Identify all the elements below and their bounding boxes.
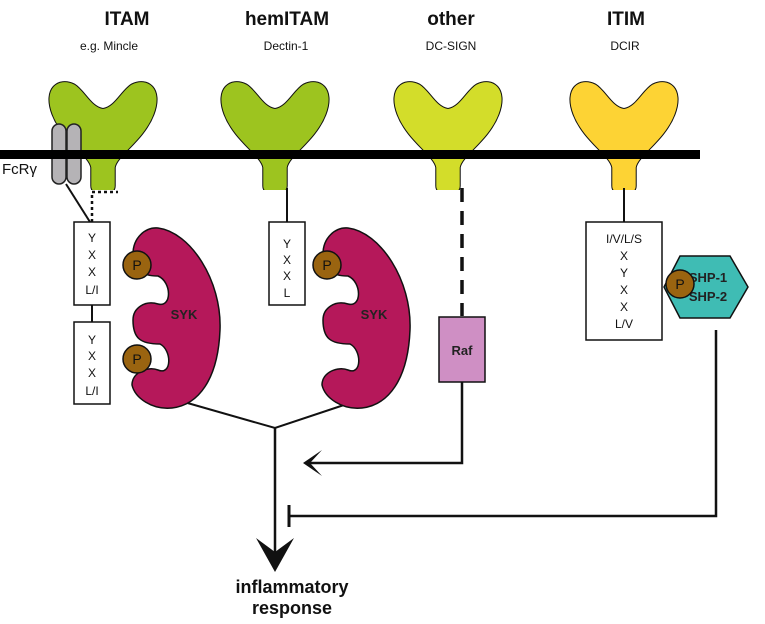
itam-title: ITAM bbox=[104, 9, 149, 30]
syk-kinase-hemitam bbox=[321, 227, 411, 409]
itim-example: DCIR bbox=[610, 39, 640, 53]
mincle-dotted-link bbox=[90, 190, 118, 222]
itam-1-li: L/I bbox=[85, 283, 98, 297]
itam-2-li: L/I bbox=[85, 384, 98, 398]
itim-x3: X bbox=[620, 300, 628, 314]
raf-signal-line bbox=[310, 382, 464, 465]
phospho-hemitam: P bbox=[312, 250, 342, 280]
other-title: other bbox=[427, 9, 475, 30]
hemitam-motif-box bbox=[268, 221, 306, 306]
dectin-1-receptor bbox=[220, 81, 330, 190]
phospho-itam-2: P bbox=[122, 344, 152, 374]
other-example: DC-SIGN bbox=[426, 39, 477, 53]
phospho-label: P bbox=[132, 257, 141, 273]
phospho-label: P bbox=[675, 276, 684, 292]
cell-membrane bbox=[0, 150, 700, 159]
itim-title: ITIM bbox=[607, 9, 645, 30]
itam-1-x1: X bbox=[88, 248, 96, 262]
shp-2-label: SHP-2 bbox=[689, 289, 727, 304]
hemitam-l: L bbox=[284, 286, 291, 300]
phospho-itim: P bbox=[665, 269, 695, 299]
shp-1-label: SHP-1 bbox=[689, 270, 727, 285]
itam-example: e.g. Mincle bbox=[80, 39, 138, 53]
outcome-line-2: response bbox=[252, 598, 332, 618]
hemitam-example: Dectin-1 bbox=[264, 39, 309, 53]
hemitam-y: Y bbox=[283, 237, 291, 251]
itam-2-x1: X bbox=[88, 349, 96, 363]
itim-lv: L/V bbox=[615, 317, 633, 331]
dcir-receptor bbox=[569, 81, 679, 190]
itam-1-x2: X bbox=[88, 265, 96, 279]
syk-kinase-itam bbox=[131, 227, 221, 409]
itam-2-x2: X bbox=[88, 366, 96, 380]
itam-1-y: Y bbox=[88, 231, 96, 245]
itim-y: Y bbox=[620, 266, 628, 280]
hemitam-x1: X bbox=[283, 253, 291, 267]
phospho-label: P bbox=[132, 351, 141, 367]
outcome-line-1: inflammatory bbox=[235, 577, 348, 597]
syk-label-itam: SYK bbox=[171, 307, 198, 322]
fcr-gamma-label: FcRγ bbox=[2, 161, 37, 178]
raf-kinase bbox=[438, 316, 486, 383]
response-arrowhead bbox=[256, 538, 294, 572]
phospho-itam-1: P bbox=[122, 250, 152, 280]
raf-label: Raf bbox=[452, 343, 474, 358]
itim-x2: X bbox=[620, 283, 628, 297]
raf-arrowhead bbox=[303, 450, 322, 476]
itam-2-y: Y bbox=[88, 333, 96, 347]
hemitam-title: hemITAM bbox=[245, 9, 329, 30]
itam-motif-box-1 bbox=[73, 221, 111, 306]
itam-motif-box-2 bbox=[73, 321, 111, 405]
dc-sign-receptor bbox=[393, 81, 503, 190]
syk-label-hemitam: SYK bbox=[361, 307, 388, 322]
itim-x1: X bbox=[620, 249, 628, 263]
phospho-label: P bbox=[322, 257, 331, 273]
fcr-tail-line bbox=[65, 183, 91, 223]
itim-motif-box bbox=[585, 221, 663, 341]
itim-ivls: I/V/L/S bbox=[606, 232, 642, 246]
shp-inhibition-line bbox=[290, 330, 718, 518]
hemitam-x2: X bbox=[283, 269, 291, 283]
